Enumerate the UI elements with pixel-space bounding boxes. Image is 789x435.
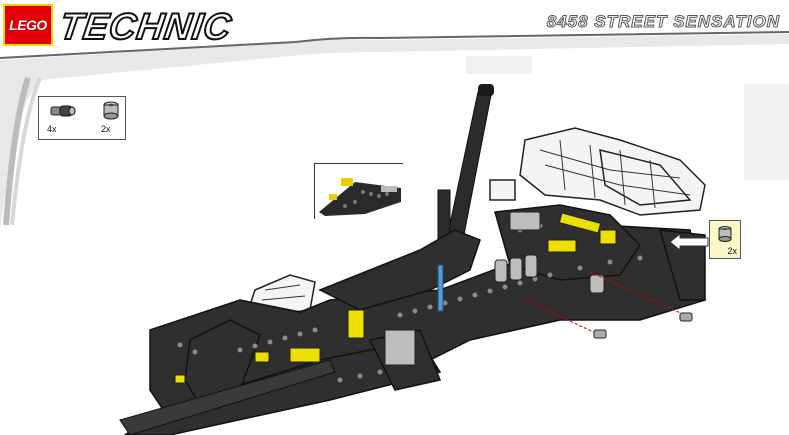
bush-icon [718,226,732,242]
gray-parts [384,211,605,366]
part-count: 2x [101,124,111,134]
background-shade [466,56,532,74]
long-beam [119,359,336,435]
white-bodywork-lines [261,139,691,301]
parts-list: 4x 2x [38,96,126,140]
callout-count: 2x [727,246,737,256]
part-count: 4x [47,124,57,134]
inset-view [314,163,403,219]
bush-part [593,329,607,339]
blue-axle [437,264,444,312]
inset-model-illustration [319,178,401,216]
white-bodywork [249,127,706,316]
bush-part [679,312,693,322]
axle-connector-icon [50,105,76,117]
yellow-parts [174,212,617,384]
header-swoosh [0,31,789,230]
set-title: 8458 STREET SENSATION [546,12,780,32]
bush-icon [103,101,119,120]
lego-logo: LEGO [3,4,53,46]
part-callout: 2x [709,220,741,259]
callout-arrow [669,232,709,252]
lego-logo-text: LEGO [9,17,47,33]
page-header: LEGO TECHNIC 8458 STREET SENSATION [0,0,789,230]
background-shade [744,84,789,180]
assembly-guides [524,271,693,339]
